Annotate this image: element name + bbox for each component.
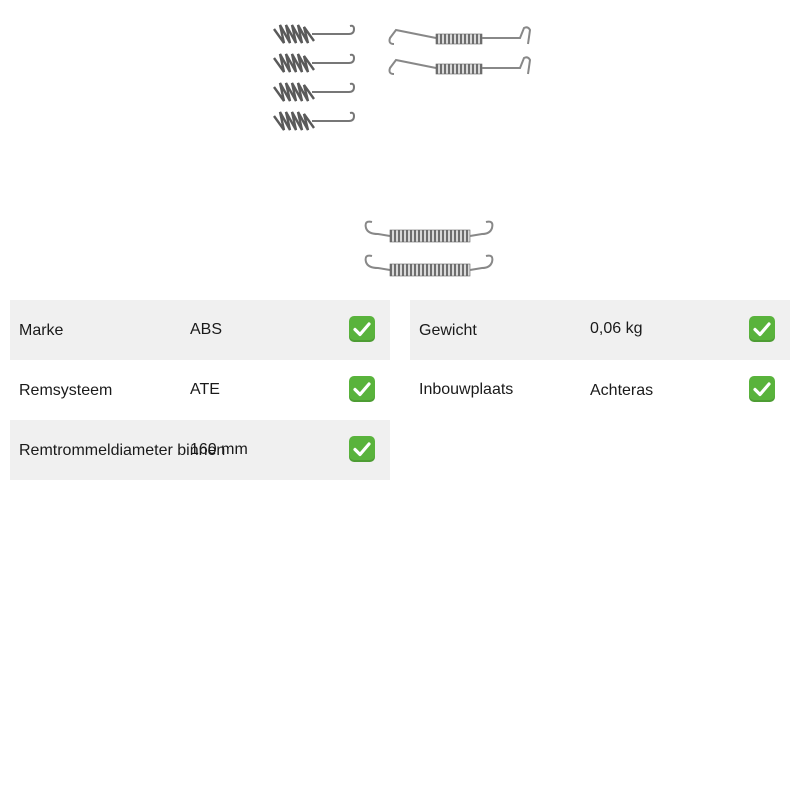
- return-spring-2: [388, 56, 532, 75]
- spec-label: Gewicht: [419, 322, 477, 339]
- spec-value: Achteras: [590, 382, 654, 399]
- shoe-spring-2: [364, 254, 494, 277]
- spec-value: 0,06 kg: [590, 320, 643, 337]
- conical-spring-2: [273, 53, 356, 73]
- spec-label: Inbouwplaats: [419, 381, 514, 398]
- spec-label: Remsysteem: [19, 382, 113, 399]
- return-spring-1: [388, 26, 532, 45]
- check-icon: [349, 376, 375, 402]
- spec-label: Remtrommeldiameter binnen: [19, 442, 226, 459]
- check-icon: [349, 436, 375, 462]
- conical-spring-4: [273, 111, 356, 131]
- spec-value: 160 mm: [190, 441, 248, 458]
- spec-value: ATE: [190, 381, 220, 398]
- spec-row-marke: Marke ABS: [10, 300, 390, 360]
- conical-spring-1: [273, 24, 356, 44]
- check-icon: [749, 316, 775, 342]
- check-icon: [749, 376, 775, 402]
- spec-label: Marke: [19, 322, 64, 339]
- spec-row-remtrommeldiameter: Remtrommeldiameter binnen 160 mm: [10, 420, 390, 480]
- spec-row-remsysteem: Remsysteem ATE: [10, 360, 390, 420]
- conical-spring-3: [273, 82, 356, 102]
- spec-row-inbouwplaats: Inbouwplaats Achteras: [410, 360, 790, 420]
- check-icon: [349, 316, 375, 342]
- product-image: [273, 24, 532, 277]
- shoe-spring-1: [364, 220, 494, 243]
- spec-value: ABS: [190, 321, 223, 338]
- spec-row-gewicht: Gewicht 0,06 kg: [410, 300, 790, 360]
